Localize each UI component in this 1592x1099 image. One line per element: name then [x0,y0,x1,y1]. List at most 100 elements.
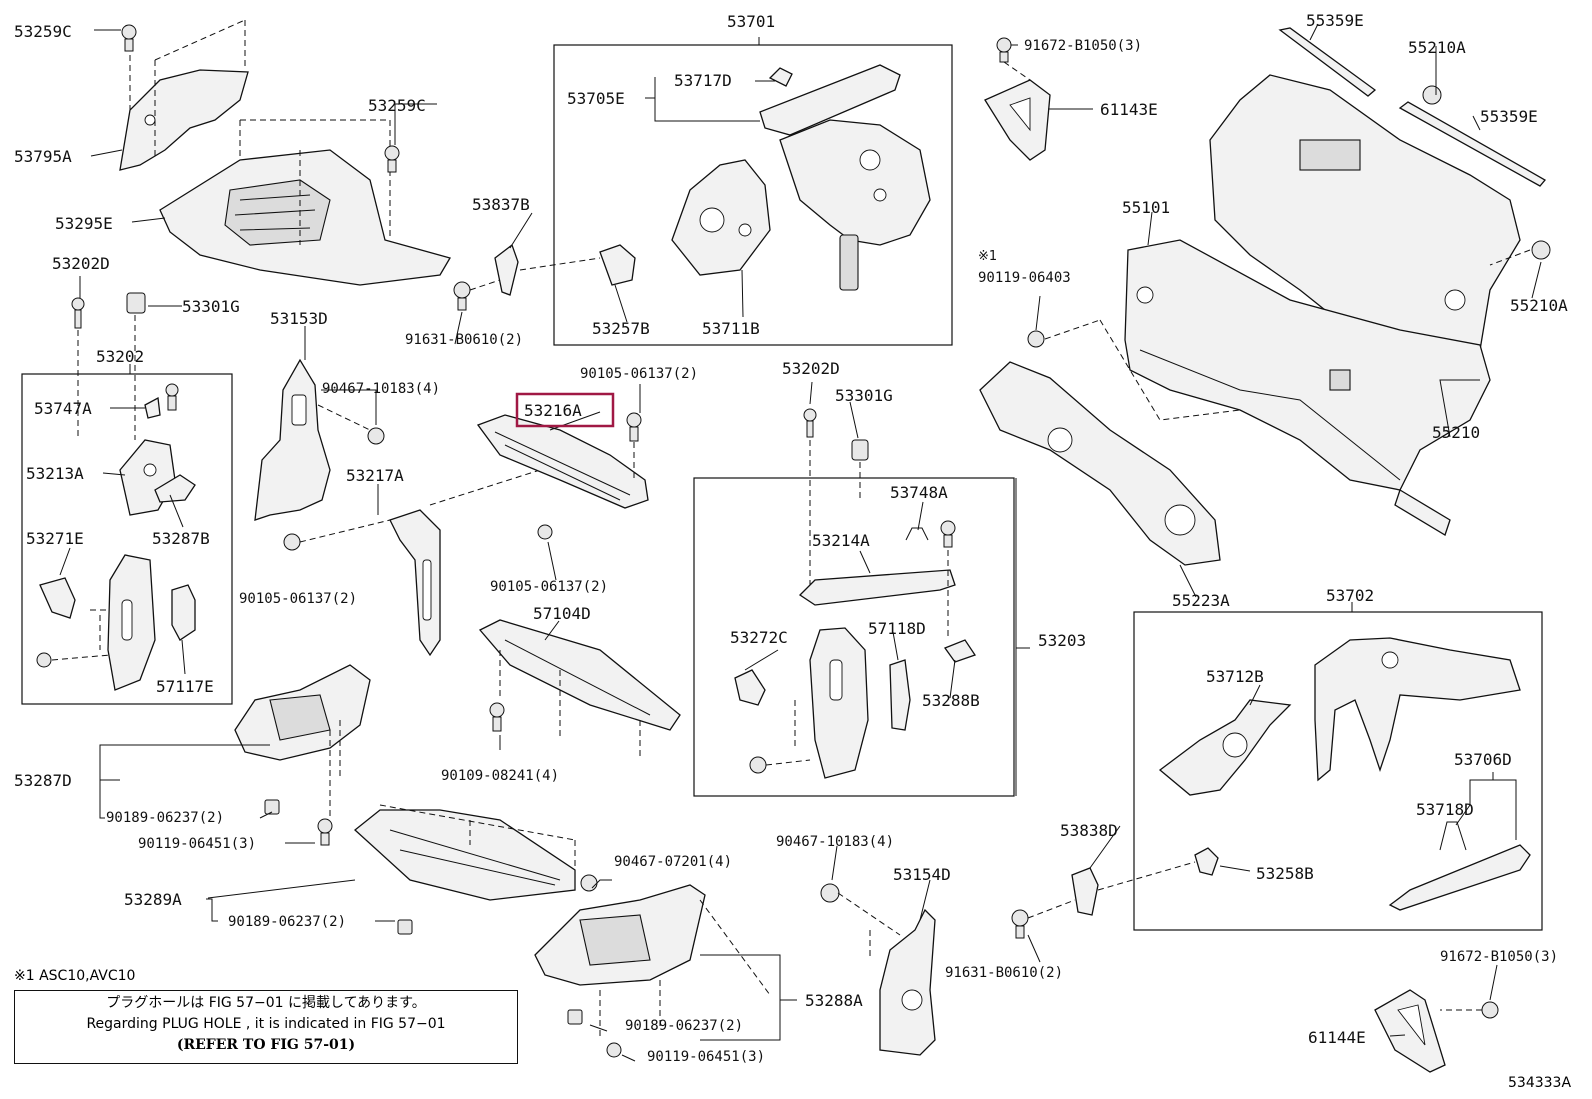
clip-90189-06237-c [567,1009,583,1025]
label-53701[interactable]: 53701 [727,12,775,31]
bolt-90467-10183-left [367,427,385,445]
label-53154D[interactable]: 53154D [893,865,951,884]
label-90105-06137-top[interactable]: 90105-06137(2) [580,366,698,382]
part-61144E-shape [1374,989,1446,1073]
label-55101[interactable]: 55101 [1122,198,1170,217]
label-57104D[interactable]: 57104D [533,604,591,623]
bolt-90109-08241 [489,702,505,732]
label-61144E[interactable]: 61144E [1308,1028,1366,1047]
part-53795A-shape [119,69,249,171]
label-90467-10183-left[interactable]: 90467-10183(4) [322,381,440,397]
label-53259C-b[interactable]: 53259C [368,96,426,115]
label-53705E[interactable]: 53705E [567,89,625,108]
part-53216A-shape [476,414,649,509]
label-53259C[interactable]: 53259C [14,22,72,41]
part-57118D-shape [889,659,911,731]
part-53287B-shape [154,474,196,503]
label-53272C[interactable]: 53272C [730,628,788,647]
label-91631-B0610-right[interactable]: 91631-B0610(2) [945,965,1063,981]
label-90189-06237-b[interactable]: 90189-06237(2) [228,914,346,930]
label-53301G-b[interactable]: 53301G [835,386,893,405]
label-53216A[interactable]: 53216A [524,401,582,420]
label-90119-06403[interactable]: 90119-06403 [978,270,1071,286]
clip-90189-06237-b [397,919,413,935]
label-57117E[interactable]: 57117E [156,677,214,696]
note-line-refer[interactable]: (REFER TO FIG 57-01) [176,1037,356,1053]
label-55359E-b[interactable]: 55359E [1480,107,1538,126]
label-90119-06451-a[interactable]: 90119-06451(3) [138,836,256,852]
label-55210A[interactable]: 55210A [1408,38,1466,57]
label-53202D-b[interactable]: 53202D [782,359,840,378]
bolt-91631-B0610-left [453,281,471,311]
label-53289A[interactable]: 53289A [124,890,182,909]
label-90189-06237-c[interactable]: 90189-06237(2) [625,1018,743,1034]
part-53214A-shape [798,569,956,606]
label-53203[interactable]: 53203 [1038,631,1086,650]
group-box-53202 [21,373,233,705]
part-53288B-shape [943,639,977,663]
part-53711B-shape [671,159,771,276]
part-53702-upper-shape [1314,637,1521,782]
label-53837B[interactable]: 53837B [472,195,530,214]
label-90189-06237-a[interactable]: 90189-06237(2) [106,810,224,826]
label-53213A[interactable]: 53213A [26,464,84,483]
label-53217A[interactable]: 53217A [346,466,404,485]
label-55223A[interactable]: 55223A [1172,591,1230,610]
note-line-japanese: プラグホールは FIG 57−01 に掲載してあります。 [106,995,426,1011]
label-57118D[interactable]: 57118D [868,619,926,638]
label-55210A-b[interactable]: 55210A [1510,296,1568,315]
label-53153D[interactable]: 53153D [270,309,328,328]
label-53706D[interactable]: 53706D [1454,750,1512,769]
label-53747A[interactable]: 53747A [34,399,92,418]
part-53203-bracket-shape [809,627,869,779]
bolt-91672-B1050-top [996,37,1012,63]
label-53288A[interactable]: 53288A [805,991,863,1010]
label-53838D[interactable]: 53838D [1060,821,1118,840]
label-53202[interactable]: 53202 [96,347,144,366]
label-91672-B1050-bottom[interactable]: 91672-B1050(3) [1440,949,1558,965]
label-53214A[interactable]: 53214A [812,531,870,550]
label-53711B[interactable]: 53711B [702,319,760,338]
label-53748A[interactable]: 53748A [890,483,948,502]
clip-53259C [384,145,400,173]
bolt-90105-06137-top [626,412,642,442]
label-53702[interactable]: 53702 [1326,586,1374,605]
label-61143E[interactable]: 61143E [1100,100,1158,119]
label-90105-06137-bottom[interactable]: 90105-06137(2) [490,579,608,595]
label-53202D[interactable]: 53202D [52,254,110,273]
bolt-90119-06403 [1027,330,1045,348]
bolt-53202D [71,297,85,329]
label-53295E[interactable]: 53295E [55,214,113,233]
label-53712B[interactable]: 53712B [1206,667,1264,686]
label-90109-08241[interactable]: 90109-08241(4) [441,768,559,784]
label-53717D[interactable]: 53717D [674,71,732,90]
label-90467-07201[interactable]: 90467-07201(4) [614,854,732,870]
label-53258B[interactable]: 53258B [1256,864,1314,883]
label-53795A[interactable]: 53795A [14,147,72,166]
label-90467-10183-right[interactable]: 90467-10183(4) [776,834,894,850]
label-53257B[interactable]: 53257B [592,319,650,338]
label-90105-06137-left[interactable]: 90105-06137(2) [239,591,357,607]
part-53213A-shape [119,439,176,516]
part-53718D-shape [1439,821,1467,851]
part-53271E-shape [39,577,76,619]
label-91672-B1050-top[interactable]: 91672-B1050(3) [1024,38,1142,54]
label-mark1: ※1 [978,249,997,264]
label-53718D[interactable]: 53718D [1416,800,1474,819]
label-53288B[interactable]: 53288B [922,691,980,710]
part-53217A-shape [389,509,441,657]
label-53287D[interactable]: 53287D [14,771,72,790]
part-53272C-shape [734,669,766,706]
part-53287D-shape [234,664,371,761]
clip-90467-07201 [580,874,598,892]
label-55359E[interactable]: 55359E [1306,11,1364,30]
label-53287B[interactable]: 53287B [152,529,210,548]
label-91631-B0610-left[interactable]: 91631-B0610(2) [405,332,523,348]
part-53712B-shape [1158,699,1292,796]
part-53748A-shape [905,527,929,541]
label-55210[interactable]: 55210 [1432,423,1480,442]
label-90119-06451-b[interactable]: 90119-06451(3) [647,1049,765,1065]
label-53301G[interactable]: 53301G [182,297,240,316]
label-53271E[interactable]: 53271E [26,529,84,548]
plug-53301G-mid [851,439,869,461]
